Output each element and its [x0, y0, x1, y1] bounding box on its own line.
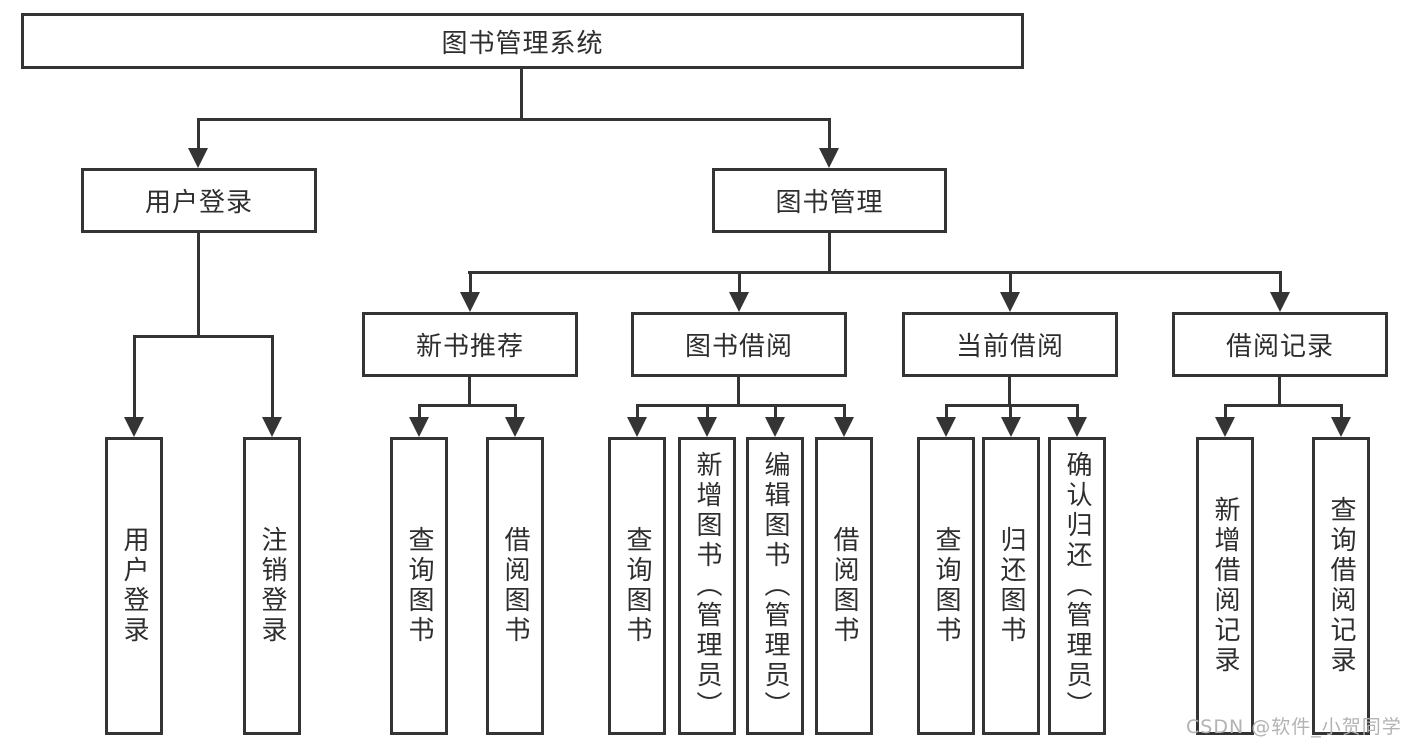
arrowhead-down-icon: [1270, 292, 1290, 312]
node-label: 新增图书（管理员）: [692, 451, 722, 721]
connector-vertical: [843, 404, 846, 422]
connector-vertical: [1076, 404, 1079, 422]
node-label: 借阅记录: [1225, 332, 1334, 362]
csdn-watermark: CSDN @软件_小贺同学: [1186, 716, 1402, 738]
connector-vertical: [1224, 404, 1227, 422]
connector-horizontal: [945, 404, 1079, 407]
node-label: 查询图书: [931, 526, 961, 646]
connector-vertical: [738, 271, 741, 297]
connector-vertical: [774, 404, 777, 422]
connector-vertical: [469, 271, 472, 297]
connector-horizontal: [1224, 404, 1343, 407]
node-library-management-system: 图书管理系统: [21, 13, 1024, 69]
node-user-login: 用户登录: [81, 168, 317, 233]
arrowhead-down-icon: [1000, 292, 1020, 312]
node-book-management: 图书管理: [712, 168, 947, 233]
node-label: 图书管理系统: [441, 28, 604, 59]
connector-vertical: [520, 69, 523, 120]
connector-vertical: [418, 404, 421, 422]
arrowhead-down-icon: [729, 292, 749, 312]
node-query-borrow-record: 查询借阅记录: [1312, 437, 1370, 735]
arrowhead-down-icon: [1331, 417, 1351, 437]
node-borrow-books: 借阅图书: [815, 437, 873, 735]
connector-vertical: [197, 118, 200, 152]
node-book-borrowing: 图书借阅: [631, 312, 847, 377]
node-confirm-return-admin: 确认归还（管理员）: [1048, 437, 1106, 735]
node-current-borrowing: 当前借阅: [902, 312, 1118, 377]
node-query-books: 查询图书: [608, 437, 666, 735]
node-edit-books-admin: 编辑图书（管理员）: [746, 437, 804, 735]
arrowhead-down-icon: [1215, 417, 1235, 437]
node-label: 借阅图书: [829, 526, 859, 646]
arrowhead-down-icon: [627, 417, 647, 437]
node-label: 用户登录: [119, 526, 149, 646]
connector-vertical: [737, 377, 740, 407]
node-label: 图书管理: [775, 188, 884, 218]
node-label: 借阅图书: [500, 526, 530, 646]
arrowhead-down-icon: [262, 417, 282, 437]
connector-vertical: [514, 404, 517, 422]
arrowhead-down-icon: [460, 292, 480, 312]
node-label: 用户登录: [144, 188, 253, 218]
node-logout-action: 注销登录: [243, 437, 301, 735]
node-query-books: 查询图书: [917, 437, 975, 735]
arrowhead-down-icon: [834, 417, 854, 437]
arrowhead-down-icon: [697, 417, 717, 437]
connector-vertical: [945, 404, 948, 422]
connector-vertical: [828, 118, 831, 152]
connector-vertical: [1008, 377, 1011, 407]
node-label: 确认归还（管理员）: [1062, 451, 1092, 721]
node-label: 查询图书: [622, 526, 652, 646]
node-label: 新增借阅记录: [1210, 496, 1240, 676]
node-query-books: 查询图书: [390, 437, 448, 735]
connector-horizontal: [636, 404, 846, 407]
node-add-borrow-record: 新增借阅记录: [1196, 437, 1254, 735]
arrowhead-down-icon: [124, 417, 144, 437]
node-add-books-admin: 新增图书（管理员）: [678, 437, 736, 735]
node-borrow-books: 借阅图书: [486, 437, 544, 735]
node-return-books: 归还图书: [982, 437, 1040, 735]
arrowhead-down-icon: [188, 148, 208, 168]
arrowhead-down-icon: [819, 148, 839, 168]
connector-horizontal: [197, 118, 831, 121]
connector-horizontal: [468, 271, 1282, 274]
connector-vertical: [271, 335, 274, 422]
connector-vertical: [1009, 404, 1012, 422]
connector-vertical: [133, 335, 136, 422]
node-label: 查询借阅记录: [1326, 496, 1356, 676]
node-label: 归还图书: [996, 526, 1026, 646]
connector-horizontal: [133, 335, 274, 338]
connector-horizontal: [418, 404, 517, 407]
node-borrowing-records: 借阅记录: [1172, 312, 1388, 377]
connector-vertical: [1278, 377, 1281, 407]
connector-vertical: [468, 377, 471, 407]
connector-vertical: [1340, 404, 1343, 422]
node-label: 查询图书: [404, 526, 434, 646]
connector-vertical: [1009, 271, 1012, 297]
connector-vertical: [636, 404, 639, 422]
arrowhead-down-icon: [765, 417, 785, 437]
node-label: 注销登录: [257, 526, 287, 646]
connector-vertical: [1279, 271, 1282, 297]
arrowhead-down-icon: [409, 417, 429, 437]
node-label: 编辑图书（管理员）: [760, 451, 790, 721]
arrowhead-down-icon: [1067, 417, 1087, 437]
arrowhead-down-icon: [936, 417, 956, 437]
connector-vertical: [828, 233, 831, 273]
node-user-login-action: 用户登录: [105, 437, 163, 735]
node-label: 图书借阅: [684, 332, 793, 362]
node-label: 当前借阅: [955, 332, 1064, 362]
arrowhead-down-icon: [505, 417, 525, 437]
arrowhead-down-icon: [1001, 417, 1021, 437]
connector-vertical: [197, 233, 200, 338]
node-label: 新书推荐: [415, 332, 524, 362]
connector-vertical: [706, 404, 709, 422]
node-new-book-recommend: 新书推荐: [362, 312, 578, 377]
